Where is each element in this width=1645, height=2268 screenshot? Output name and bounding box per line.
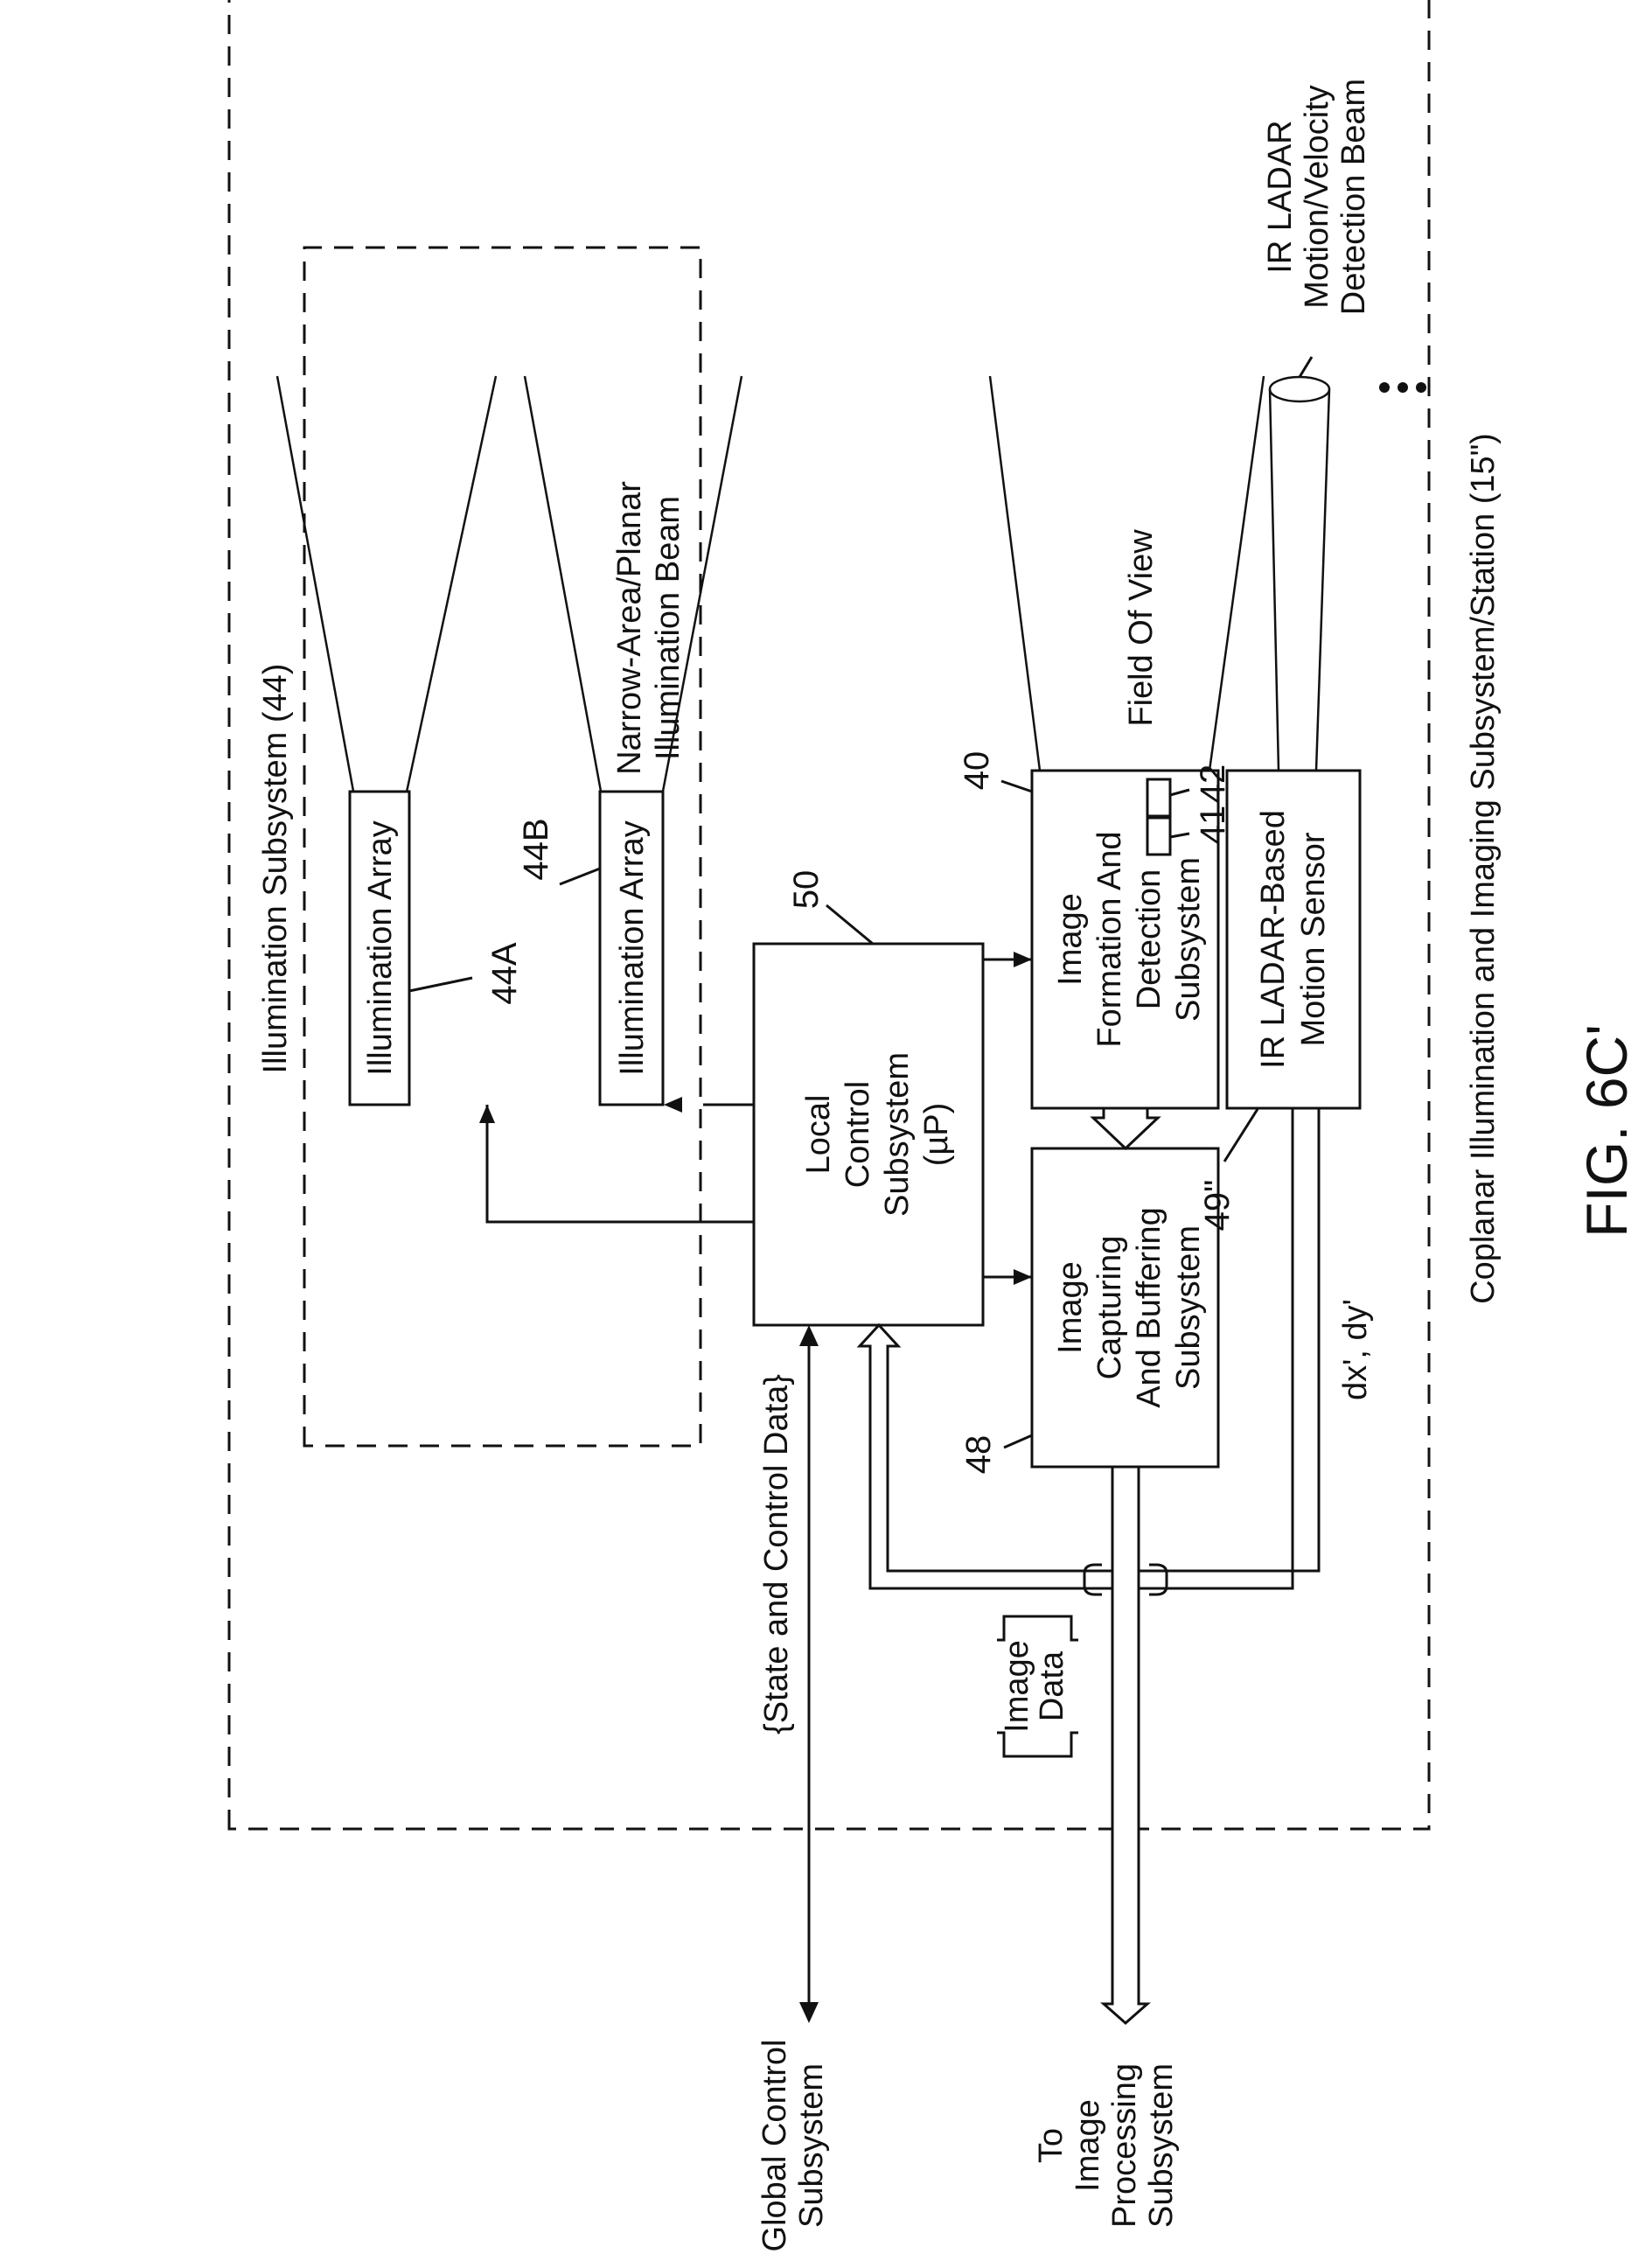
image-processing-line-3: Processing (1106, 2063, 1143, 2228)
image-data-label-line-1: Image (999, 1640, 1035, 1733)
sensor-element-41 (1147, 818, 1170, 855)
image-capturing-line-1: Image (1052, 1261, 1089, 1354)
arrowhead-formation (1014, 952, 1032, 967)
ref-49: 49" (1198, 1180, 1237, 1232)
arrowhead-array-b (664, 1097, 682, 1113)
arrowhead-capturing (1014, 1269, 1032, 1285)
motion-sensor-line-1: IR LADAR-Based (1255, 810, 1292, 1069)
dxdy-label: dx', dy' (1337, 1299, 1374, 1400)
local-control-line-1: Local (800, 1095, 837, 1175)
image-formation-line-1: Image (1052, 893, 1089, 986)
state-control-label: {State and Control Data} (758, 1374, 795, 1734)
ref-44a-leader (409, 978, 472, 991)
ref-48: 48 (959, 1435, 998, 1475)
image-data-output (1104, 1467, 1147, 2023)
local-control-line-4: (µP) (918, 1103, 955, 1167)
image-formation-line-2: Formation And (1091, 831, 1128, 1047)
global-control-line-1: Global Control (756, 2040, 793, 2252)
illumination-beam-a (277, 376, 496, 796)
ref-44b-leader (560, 869, 600, 884)
beam-label-line-1: Narrow-Area/Planar (611, 481, 648, 775)
image-processing-line-4: Subsystem (1143, 2063, 1180, 2228)
ref-48-leader (1004, 1435, 1032, 1448)
motion-sensor-line-2: Motion Sensor (1295, 832, 1332, 1046)
illumination-array-b-label: Illumination Array (614, 820, 651, 1075)
ladar-beam-leader (1300, 357, 1312, 377)
image-transfer-arrow (1093, 1108, 1158, 1148)
image-data-brace-left (997, 1733, 1078, 1756)
station-label: Coplanar Illumination and Imaging Subsys… (1465, 433, 1502, 1304)
ladar-beam-label-line-3: Detection Beam (1335, 79, 1372, 315)
ladar-beam-label-line-1: IR LADAR (1262, 120, 1299, 273)
ref-40: 40 (958, 751, 996, 791)
ref-50-leader (826, 905, 873, 944)
image-data-brace-right (997, 1616, 1078, 1640)
image-processing-line-1: To (1033, 2128, 1070, 2163)
image-data-label-line-2: Data (1034, 1650, 1070, 1721)
control-line-to-array-a (487, 1105, 754, 1222)
figure-label: FIG. 6C' (1574, 1024, 1639, 1238)
arrowhead-global-control (799, 2002, 819, 2023)
image-processing-line-2: Image (1070, 2099, 1106, 2192)
image-capturing-line-3: And Buffering (1131, 1207, 1168, 1408)
ladar-beam-label-line-2: Motion/Velocity (1299, 85, 1335, 309)
ref-49-leader (1224, 1109, 1258, 1162)
ref-44a: 44A (485, 942, 524, 1004)
beam-label-line-2: Illumination Beam (650, 496, 687, 760)
local-control-line-2: Control (840, 1081, 876, 1189)
sensor-element-42 (1147, 779, 1170, 816)
image-formation-line-4: Subsystem (1170, 857, 1207, 1022)
arrowhead-array-a (479, 1105, 495, 1123)
ir-ladar-motion-sensor (1227, 771, 1360, 1108)
arrowhead-local-control (799, 1325, 819, 1346)
ref-40-leader (1001, 781, 1032, 792)
local-control-line-3: Subsystem (879, 1052, 916, 1217)
continuation-dot (1398, 382, 1408, 393)
image-capturing-line-2: Capturing (1091, 1236, 1128, 1380)
image-capturing-line-4: Subsystem (1170, 1225, 1207, 1390)
illumination-subsystem-label: Illumination Subsystem (44) (257, 664, 294, 1074)
ref-50: 50 (787, 870, 826, 910)
continuation-dot (1416, 382, 1426, 393)
continuation-dot (1379, 382, 1390, 393)
ladar-beam-end (1270, 377, 1329, 401)
image-formation-line-3: Detection (1131, 869, 1168, 1010)
field-of-view-label: Field Of View (1123, 529, 1160, 727)
ref-44b: 44B (517, 818, 555, 880)
illumination-array-a-label: Illumination Array (362, 820, 399, 1075)
ladar-beam (1270, 389, 1329, 771)
global-control-line-2: Subsystem (793, 2063, 830, 2228)
